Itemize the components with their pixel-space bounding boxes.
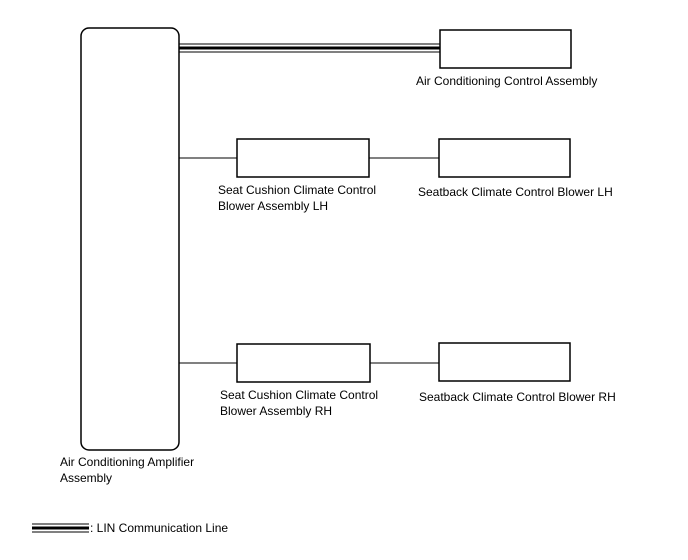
- seatback-rh-label: Seatback Climate Control Blower RH: [419, 390, 616, 404]
- seat-cushion-rh-label-line2: Blower Assembly RH: [220, 404, 333, 418]
- control-assembly-label: Air Conditioning Control Assembly: [416, 74, 598, 88]
- amplifier-box: [80, 27, 180, 451]
- seat-cushion-lh-box: [236, 138, 370, 178]
- seat-cushion-rh-label: Seat Cushion Climate Control Blower Asse…: [212, 387, 410, 419]
- amplifier-label-line1: Air Conditioning Amplifier: [60, 455, 195, 469]
- seatback-rh-box: [438, 342, 571, 382]
- amplifier-label-line2: Assembly: [60, 471, 113, 485]
- seat-cushion-lh-label-line2: Blower Assembly LH: [218, 199, 329, 213]
- lin-line-to-control-assembly: [179, 43, 440, 53]
- seat-cushion-rh-box: [236, 343, 371, 383]
- legend-lin-line-symbol: [32, 523, 89, 533]
- control-assembly-box: [439, 29, 572, 69]
- seatback-lh-box: [438, 138, 571, 178]
- legend-label: : LIN Communication Line: [90, 521, 229, 535]
- seat-cushion-lh-label: Seat Cushion Climate Control Blower Asse…: [210, 182, 408, 214]
- amplifier-label: Air Conditioning Amplifier Assembly: [60, 454, 194, 486]
- seat-cushion-rh-label-line1: Seat Cushion Climate Control: [220, 388, 379, 402]
- seatback-lh-label: Seatback Climate Control Blower LH: [418, 185, 613, 199]
- seat-cushion-lh-label-line1: Seat Cushion Climate Control: [218, 183, 377, 197]
